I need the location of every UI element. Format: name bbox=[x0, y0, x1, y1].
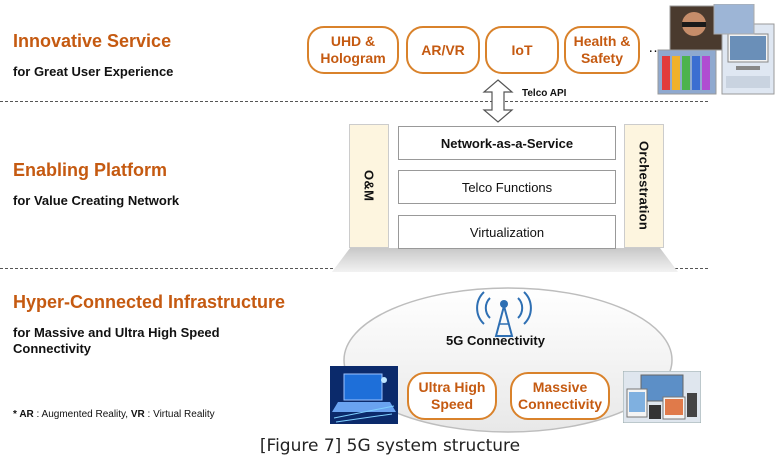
service-iot-label: IoT bbox=[511, 41, 533, 58]
service-ar-vr: AR/VR bbox=[406, 26, 480, 74]
oam-label: O&M bbox=[361, 170, 377, 202]
footnote-bullet: * bbox=[13, 409, 20, 420]
telco-api-arrow-icon bbox=[482, 79, 514, 123]
platform-base-shadow bbox=[332, 248, 678, 272]
infrastructure-subtitle-line2: Connectivity bbox=[13, 341, 92, 356]
innovative-service-title: Innovative Service bbox=[13, 31, 172, 51]
figure-caption: [Figure 7] 5G system structure bbox=[259, 436, 521, 456]
service-photo-collage bbox=[657, 4, 775, 95]
service-iot: IoT bbox=[485, 26, 559, 74]
footnote-ar-text: : Augmented Reality, bbox=[33, 409, 131, 420]
infrastructure-subtitle: for Massive and Ultra High Speed Connect… bbox=[13, 325, 220, 357]
layer-telco-functions: Telco Functions bbox=[398, 170, 616, 204]
footnote-ar-abbr: AR bbox=[19, 409, 34, 420]
service-health-line1: Health & bbox=[573, 33, 631, 49]
service-arvr-label: AR/VR bbox=[421, 41, 465, 58]
orchestration-bar: Orchestration bbox=[624, 124, 664, 248]
ultra-high-speed-line1: Ultra High bbox=[418, 379, 486, 395]
layer-network-as-a-service: Network-as-a-Service bbox=[398, 126, 616, 160]
service-uhd-hologram: UHD &Hologram bbox=[307, 26, 399, 74]
connectivity-label: 5G Connectivity bbox=[446, 333, 545, 348]
infrastructure-subtitle-line1: for Massive and Ultra High Speed bbox=[13, 325, 220, 340]
section-divider-top bbox=[0, 101, 708, 102]
service-uhd-line1: UHD & bbox=[330, 33, 376, 49]
ultra-high-speed-line2: Speed bbox=[430, 396, 473, 412]
service-health-line2: Safety bbox=[580, 50, 623, 66]
antenna-tower-icon bbox=[476, 291, 532, 337]
footnote-vr-abbr: VR bbox=[130, 409, 145, 420]
massive-connectivity-line2: Connectivity bbox=[517, 396, 602, 412]
footnote-vr-text: : Virtual Reality bbox=[144, 409, 215, 420]
devices-image bbox=[623, 371, 701, 423]
oam-bar: O&M bbox=[349, 124, 389, 248]
orchestration-label: Orchestration bbox=[636, 141, 652, 231]
service-uhd-line2: Hologram bbox=[320, 50, 386, 66]
massive-connectivity-line1: Massive bbox=[532, 379, 588, 395]
layer-virtualization: Virtualization bbox=[398, 215, 616, 249]
innovative-service-subtitle: for Great User Experience bbox=[13, 64, 174, 79]
footnote: * AR : Augmented Reality, VR : Virtual R… bbox=[13, 409, 215, 420]
infrastructure-title: Hyper-Connected Infrastructure bbox=[13, 292, 286, 312]
telco-api-label: Telco API bbox=[522, 88, 567, 99]
enabling-platform-title: Enabling Platform bbox=[13, 160, 168, 180]
service-health-safety: Health &Safety bbox=[564, 26, 640, 74]
enabling-platform-subtitle: for Value Creating Network bbox=[13, 193, 180, 208]
laptop-network-image bbox=[330, 366, 398, 424]
